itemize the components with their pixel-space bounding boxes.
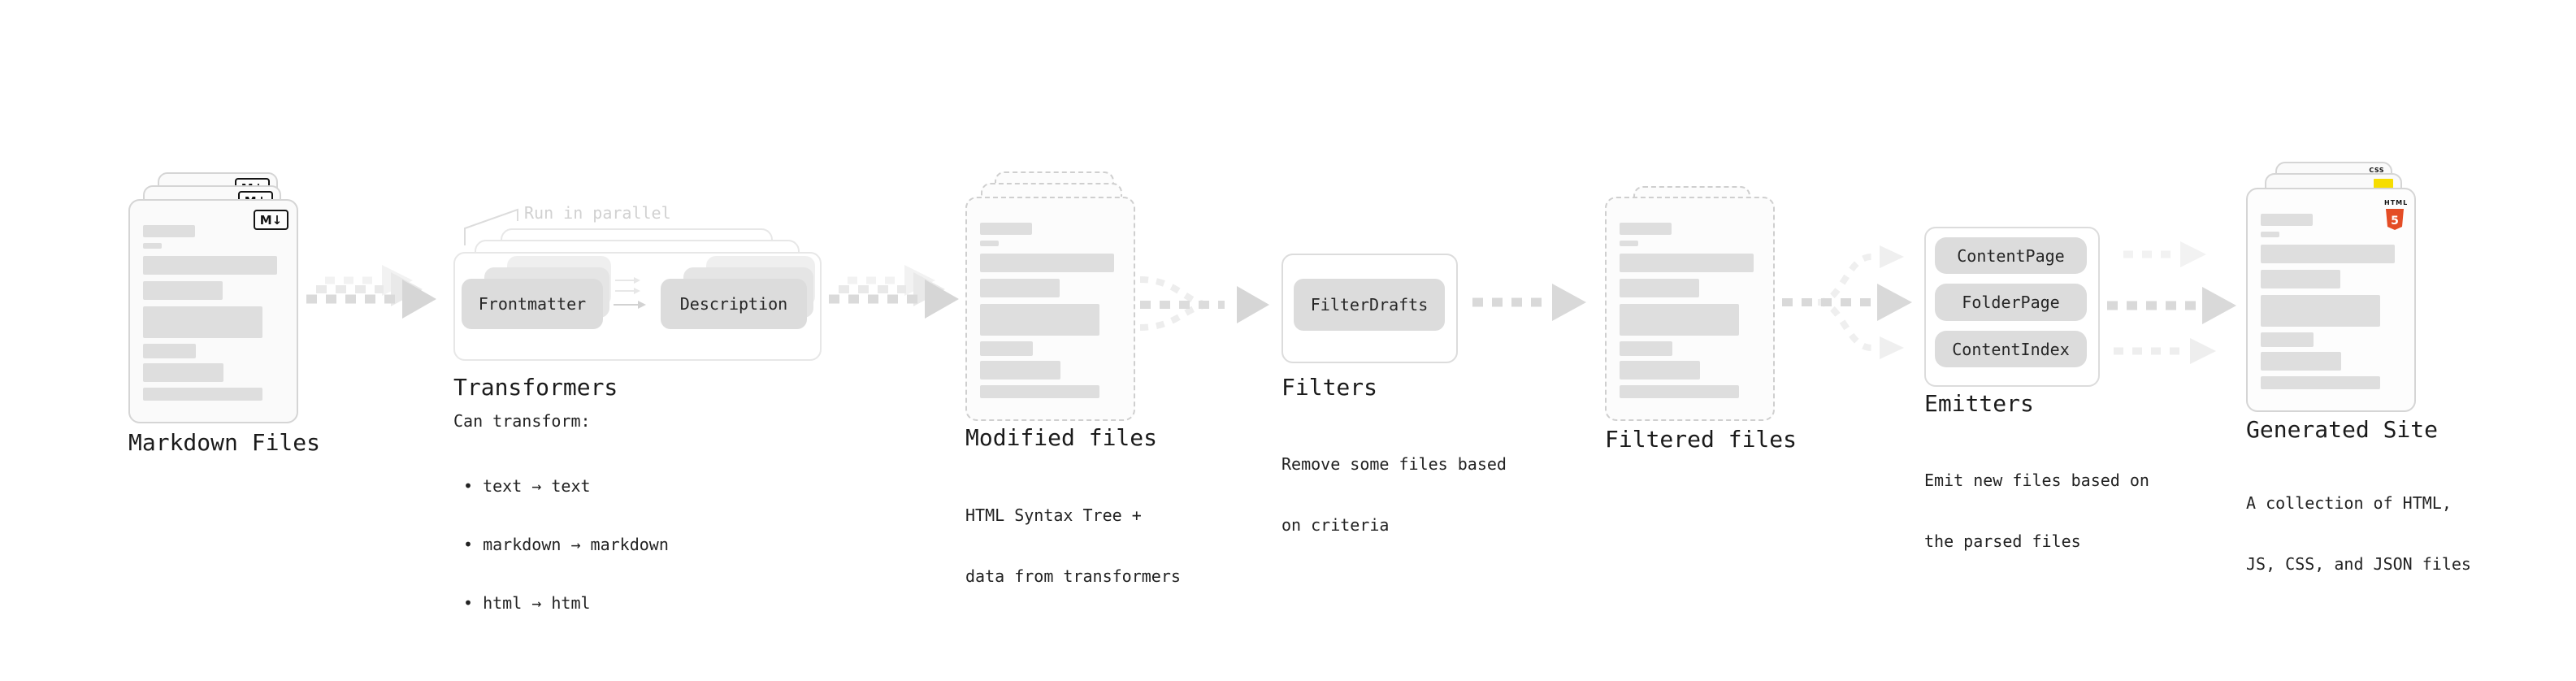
text-line-placeholder <box>980 254 1114 272</box>
run-in-parallel-note: Run in parallel <box>524 203 671 223</box>
html-file-card: HTML 5 <box>2246 188 2416 412</box>
subtitle-line: A collection of HTML, <box>2246 493 2452 513</box>
text-line-placeholder <box>1620 385 1739 398</box>
arrow-filtered-to-emitters <box>1782 245 1912 359</box>
text-line-placeholder <box>1620 304 1739 336</box>
emitters-subtitle: Emit new files based on the parsed files <box>1924 430 2149 592</box>
stage-title-emitters: Emitters <box>1924 390 2034 417</box>
text-line-placeholder <box>1620 223 1672 235</box>
folder-page-emitter-chip: FolderPage <box>1935 284 2087 321</box>
subtitle-line: Emit new files based on <box>1924 471 2149 490</box>
filter-drafts-chip: FilterDrafts <box>1294 279 1445 331</box>
text-line-placeholder <box>143 363 223 382</box>
transformers-heading: Can transform: <box>453 411 591 431</box>
transformer-flow-arrows <box>614 277 646 309</box>
arrow-filters-to-filtered <box>1472 284 1586 321</box>
text-line-placeholder <box>143 256 277 275</box>
text-line-placeholder <box>143 344 196 358</box>
generated-site-subtitle: A collection of HTML, JS, CSS, and JSON … <box>2246 453 2471 615</box>
arrow-markdown-to-transformers <box>306 265 436 319</box>
filters-subtitle: Remove some files based on criteria <box>1281 414 1507 576</box>
svg-text:5: 5 <box>2391 215 2399 228</box>
text-line-placeholder <box>980 385 1099 398</box>
text-line-placeholder <box>1620 241 1638 246</box>
text-line-placeholder <box>980 279 1060 297</box>
text-line-placeholder <box>143 243 162 249</box>
stage-title-filters: Filters <box>1281 374 1378 401</box>
text-line-placeholder <box>2261 376 2380 389</box>
stage-title-filtered-files: Filtered files <box>1605 426 1798 453</box>
stage-title-markdown-files: Markdown Files <box>128 429 321 456</box>
bullet-item: • text → text <box>463 476 591 496</box>
content-page-emitter-chip: ContentPage <box>1935 237 2087 274</box>
stage-title-modified-files: Modified files <box>965 424 1158 451</box>
bullet-item: • markdown → markdown <box>463 535 669 554</box>
text-line-placeholder <box>2261 295 2380 327</box>
content-index-emitter-chip: ContentIndex <box>1935 331 2087 367</box>
modified-files-subtitle: HTML Syntax Tree + data from transformer… <box>965 465 1181 627</box>
text-line-placeholder <box>980 304 1099 336</box>
text-line-placeholder <box>1620 341 1672 356</box>
text-line-placeholder <box>980 241 999 246</box>
html5-icon-label: HTML <box>2384 199 2409 206</box>
arrow-modified-to-filters <box>1139 276 1269 331</box>
html5-shield: 5 <box>2386 209 2404 230</box>
markdown-icon: M↓ <box>254 210 288 230</box>
text-line-placeholder <box>2261 270 2340 288</box>
subtitle-line: JS, CSS, and JSON files <box>2246 554 2471 574</box>
text-line-placeholder <box>143 225 195 237</box>
markdown-file-card: M↓ <box>128 199 298 423</box>
html5-icon: HTML 5 <box>2384 193 2409 231</box>
subtitle-line: Remove some files based <box>1281 454 1507 474</box>
subtitle-line: HTML Syntax Tree + <box>965 505 1142 525</box>
modified-file-card <box>965 197 1135 421</box>
text-line-placeholder <box>1620 254 1754 272</box>
text-line-placeholder <box>2261 352 2341 371</box>
text-line-placeholder <box>980 341 1033 356</box>
text-line-placeholder <box>1620 361 1700 380</box>
text-line-placeholder <box>1620 279 1699 297</box>
text-line-placeholder <box>143 388 262 401</box>
subtitle-line: on criteria <box>1281 515 1390 535</box>
frontmatter-transformer-chip: Frontmatter <box>462 279 603 329</box>
transformers-bullet-list: • text → text • markdown → markdown • ht… <box>463 437 669 652</box>
bullet-item: • html → html <box>463 593 591 613</box>
text-line-placeholder <box>143 281 223 300</box>
stage-title-transformers: Transformers <box>453 374 618 401</box>
filtered-file-card <box>1605 197 1775 421</box>
description-transformer-chip: Description <box>661 279 807 329</box>
arrow-transformers-to-modified <box>829 265 959 319</box>
text-line-placeholder <box>2261 214 2313 226</box>
text-line-placeholder <box>2261 245 2395 263</box>
text-line-placeholder <box>143 306 262 338</box>
text-line-placeholder <box>980 361 1060 380</box>
text-line-placeholder <box>980 223 1032 235</box>
stage-title-generated-site: Generated Site <box>2246 416 2439 443</box>
arrow-emitters-to-generated <box>2107 241 2236 364</box>
js-icon <box>2374 179 2393 189</box>
text-line-placeholder <box>2261 332 2314 347</box>
subtitle-line: the parsed files <box>1924 531 2081 551</box>
text-line-placeholder <box>2261 232 2279 237</box>
subtitle-line: data from transformers <box>965 566 1181 586</box>
run-in-parallel-callout-line <box>464 208 518 245</box>
